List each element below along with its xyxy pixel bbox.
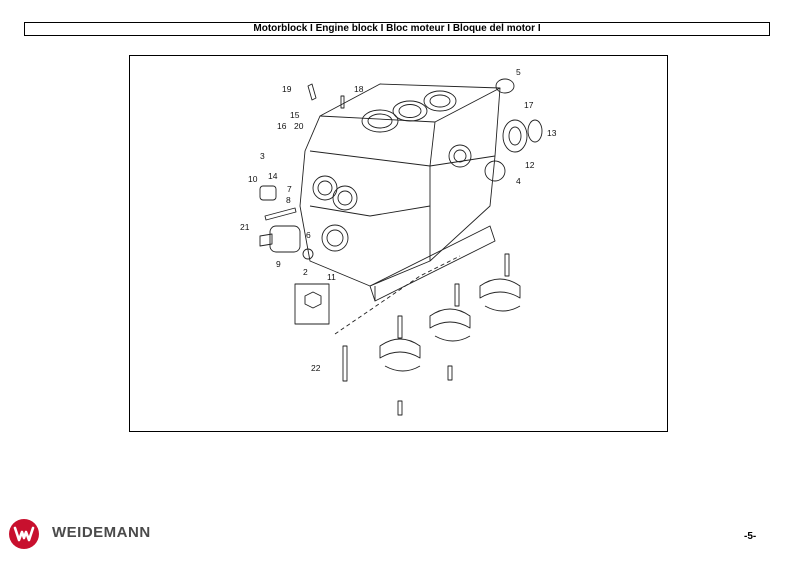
- front-bore: [332, 185, 358, 211]
- plug-part: [495, 78, 515, 94]
- engine-block-exploded-diagram: 19 18 5 15 16 20 17 13 3 12 14 10 4 7 8 …: [240, 67, 557, 416]
- inset-detail-box: [294, 283, 330, 325]
- callout-3: 3: [260, 151, 265, 161]
- callout-21: 21: [240, 222, 250, 232]
- callout-14: 14: [268, 171, 278, 181]
- pin-part: [340, 95, 345, 109]
- bearing-part: [502, 119, 528, 153]
- callout-19: 19: [282, 84, 292, 94]
- callout-4: 4: [516, 176, 521, 186]
- bearing-cap: [429, 308, 471, 329]
- page-title: Motorblock I Engine block I Bloc moteur …: [24, 22, 770, 36]
- front-bore: [312, 175, 338, 201]
- front-bore: [321, 224, 349, 252]
- callout-12: 12: [525, 160, 535, 170]
- callout-20: 20: [294, 121, 304, 131]
- cylinder-bore: [392, 100, 428, 122]
- bearing-cap: [379, 338, 421, 359]
- brand-name: WEIDEMANN: [52, 524, 151, 541]
- callout-18: 18: [354, 84, 364, 94]
- page-number: -5-: [744, 531, 757, 542]
- cylinder-bore: [361, 109, 399, 133]
- bearing-cap: [479, 278, 521, 299]
- stud-part: [264, 207, 297, 221]
- stud-part: [342, 345, 348, 382]
- bolt-part: [454, 283, 460, 307]
- callout-15: 15: [290, 110, 300, 120]
- callout-7: 7: [287, 184, 292, 194]
- callout-5: 5: [516, 67, 521, 77]
- weidemann-logo-icon: [9, 519, 39, 549]
- callout-11: 11: [327, 272, 336, 282]
- side-bore: [484, 160, 506, 182]
- callout-9: 9: [276, 259, 281, 269]
- callout-10: 10: [248, 174, 258, 184]
- housing-part: [269, 225, 301, 253]
- callout-17: 17: [524, 100, 534, 110]
- side-bore: [448, 144, 472, 168]
- callout-2: 2: [303, 267, 308, 277]
- callout-13: 13: [547, 128, 557, 138]
- callout-8: 8: [286, 195, 291, 205]
- dowel-part: [307, 83, 317, 101]
- parts-diagram-frame: 19 18 5 15 16 20 17 13 3 12 14 10 4 7 8 …: [129, 55, 668, 432]
- bolt-part: [397, 315, 403, 339]
- callout-6: 6: [306, 230, 311, 240]
- cylinder-bore: [423, 90, 457, 112]
- cap-part: [302, 248, 314, 260]
- callout-22: 22: [311, 363, 321, 373]
- bolt-part: [504, 253, 510, 277]
- seal-ring-part: [527, 119, 543, 143]
- fitting-part: [259, 185, 277, 201]
- callout-16: 16: [277, 121, 287, 131]
